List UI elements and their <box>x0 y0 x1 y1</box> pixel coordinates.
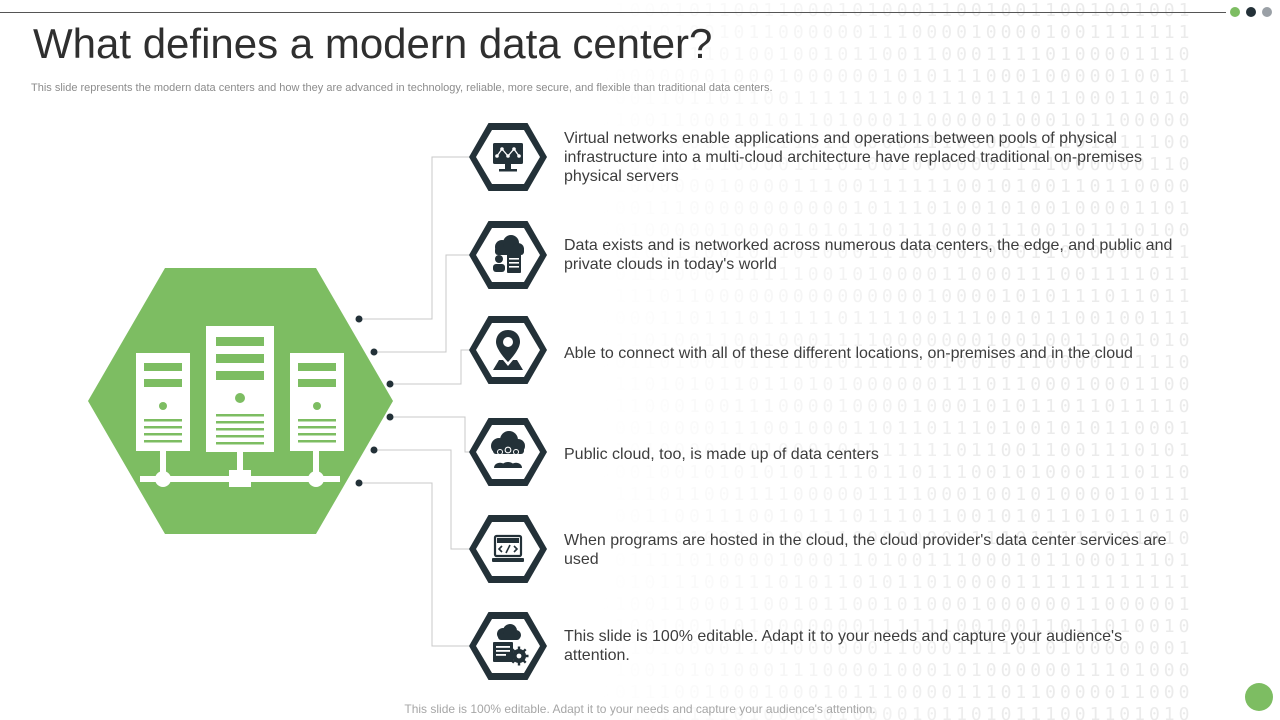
item-text-6: This slide is 100% editable. Adapt it to… <box>564 628 1123 664</box>
corner-accent-dot <box>1245 683 1273 711</box>
indicator-dot <box>1246 7 1256 17</box>
item-text-4: Public cloud, too, is made up of data ce… <box>564 446 879 463</box>
cloud-settings-icon <box>469 612 547 680</box>
slide-indicator-dots <box>1230 7 1272 17</box>
item-text-5: When programs are hosted in the cloud, t… <box>564 532 1167 568</box>
page-title: What defines a modern data center? <box>33 20 713 67</box>
top-rule <box>0 12 1226 13</box>
binary-pattern-background: 0100010110011000101000110010011001001001… <box>600 0 1194 720</box>
item-text-2: Data exists and is networked across nume… <box>564 237 1173 273</box>
cloud-database-icon <box>469 221 547 289</box>
item-text-3: Able to connect with all of these differ… <box>564 345 1133 362</box>
map-pin-icon <box>469 316 547 384</box>
cloud-people-icon <box>469 418 547 486</box>
item-text-1: Virtual networks enable applications and… <box>564 130 1143 185</box>
footer-note: This slide is 100% editable. Adapt it to… <box>404 702 876 716</box>
indicator-dot <box>1262 7 1272 17</box>
monitor-network-icon <box>469 123 547 191</box>
laptop-code-icon <box>469 515 547 583</box>
indicator-dot <box>1230 7 1240 17</box>
server-rack-icon <box>88 268 393 534</box>
page-subtitle: This slide represents the modern data ce… <box>31 82 773 94</box>
